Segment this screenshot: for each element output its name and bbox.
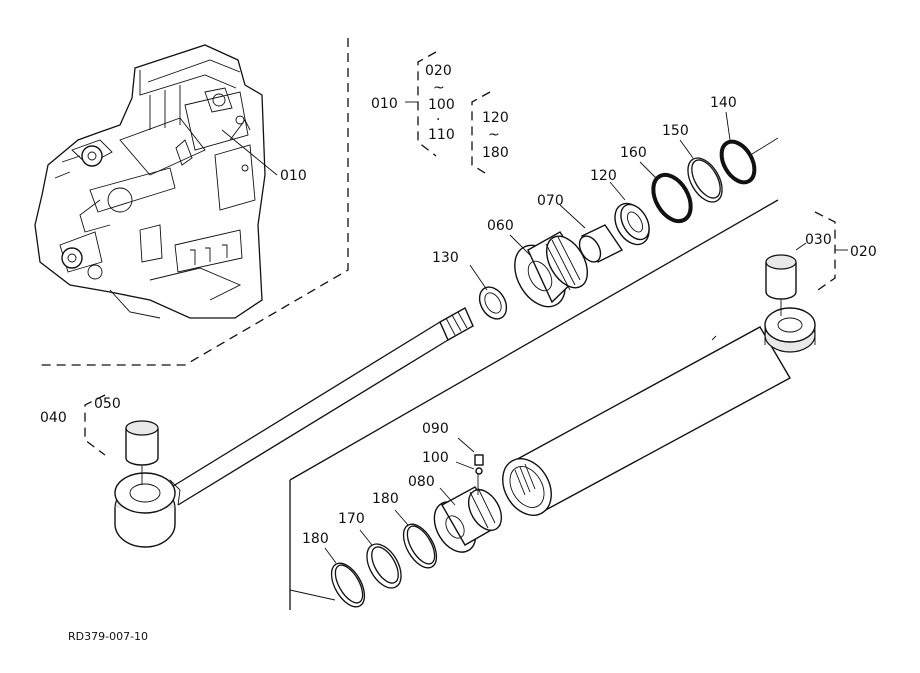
label-100: 100 (422, 450, 449, 466)
label-010-main: 010 (280, 168, 307, 184)
label-050: 050 (94, 396, 121, 412)
label-140: 140 (710, 95, 737, 111)
washer-120 (609, 181, 650, 246)
label-020-side: 020 (850, 244, 877, 260)
label-120: 120 (590, 168, 617, 184)
housing-assembly (34, 38, 349, 366)
label-020-top: 020 (425, 63, 452, 79)
bushing-070 (559, 204, 624, 263)
seal-130 (469, 264, 508, 320)
ring-180-a (394, 509, 438, 569)
label-130: 130 (432, 250, 459, 266)
group-divider-line (289, 199, 779, 481)
cylinder-tube (502, 307, 816, 516)
ring-180-b (324, 547, 366, 608)
o-ring-140 (719, 111, 757, 185)
label-030: 030 (805, 232, 832, 248)
assembly-axis-lower (289, 589, 336, 601)
label-010-group: 010 (371, 96, 398, 112)
set-screw-090 (457, 437, 484, 466)
label-120-range: 120 (482, 110, 509, 126)
bushing-050 (125, 420, 159, 485)
label-090: 090 (422, 421, 449, 437)
piston-080 (433, 486, 503, 553)
tilde-b: ~ (488, 127, 500, 143)
label-040: 040 (40, 410, 67, 426)
tilde-a: ~ (433, 80, 445, 96)
piston-rod (114, 307, 474, 548)
label-100-range: 100 (428, 97, 455, 113)
part-labels: 010 010 020 ~ 100 · 110 120 ~ 180 140 15… (40, 63, 877, 547)
label-150: 150 (662, 123, 689, 139)
gland-060 (509, 231, 589, 308)
bracket-020 (814, 211, 836, 291)
label-060: 060 (487, 218, 514, 234)
drawing-code: RD379-007-10 (68, 630, 148, 643)
o-ring-160 (639, 161, 693, 224)
ring-170 (359, 529, 402, 589)
ball-100 (455, 461, 483, 495)
label-180-a: 180 (372, 491, 399, 507)
label-070: 070 (537, 193, 564, 209)
label-160: 160 (620, 145, 647, 161)
dot-separator: · (436, 112, 440, 128)
ring-150 (679, 139, 723, 203)
label-110: 110 (428, 127, 455, 143)
assembly-axis-upper (751, 137, 779, 155)
group-bracket-010 (405, 51, 491, 177)
label-180-b: 180 (302, 531, 329, 547)
label-170: 170 (338, 511, 365, 527)
bushing-030 (765, 242, 807, 316)
label-080: 080 (408, 474, 435, 490)
label-180-range: 180 (482, 145, 509, 161)
